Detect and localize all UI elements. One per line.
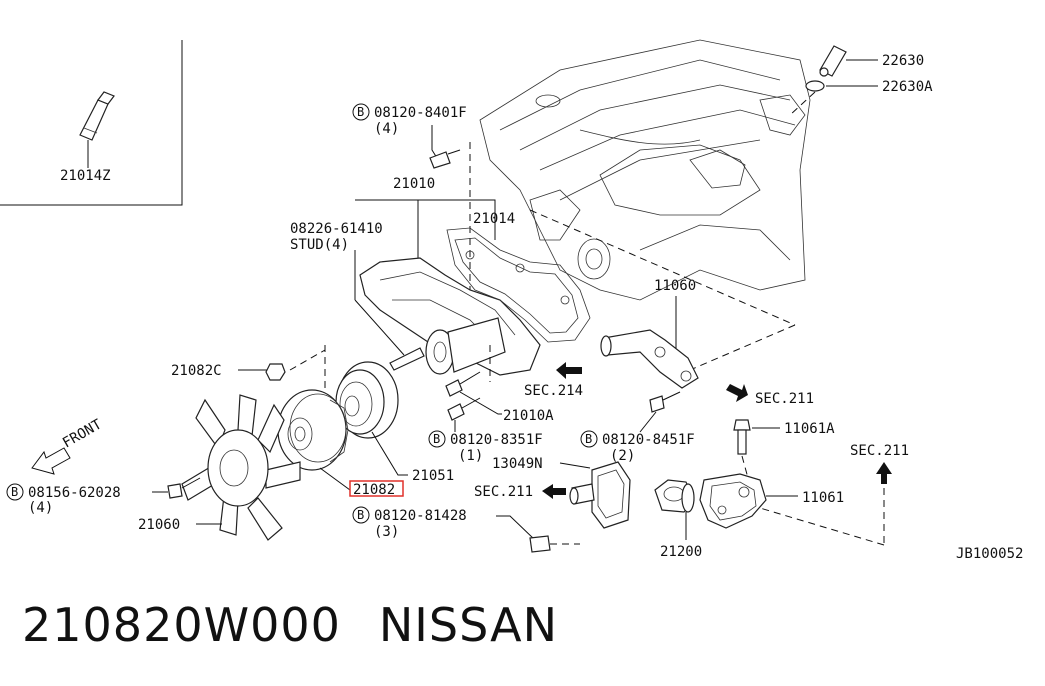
thermostat-21200: 21200 bbox=[654, 479, 702, 560]
qty-81428: (3) bbox=[374, 524, 399, 540]
label-62028: 08156-62028 bbox=[28, 485, 121, 501]
highlight-box bbox=[349, 480, 404, 497]
label-21060: 21060 bbox=[138, 517, 180, 533]
qty-8401f: (4) bbox=[374, 121, 399, 137]
label-8451f: 08120-8451F bbox=[602, 432, 695, 448]
label-21200: 21200 bbox=[660, 544, 702, 560]
label-13049n: 13049N bbox=[492, 456, 543, 472]
temp-sensor-22630: 22630 22630A bbox=[789, 45, 933, 116]
sec214-ref: SEC.214 bbox=[524, 362, 583, 399]
callout-62028: B 08156-62028 (4) bbox=[6, 477, 201, 516]
callout-21082c: 21082C bbox=[171, 345, 326, 390]
brand-name: NISSAN bbox=[378, 598, 558, 652]
fan-clutch-21082: 21082 bbox=[277, 389, 404, 498]
bolt-symbol-icon: B bbox=[352, 506, 370, 524]
label-22630a: 22630A bbox=[882, 79, 933, 95]
label-21051: 21051 bbox=[412, 468, 454, 484]
label-sec214: SEC.214 bbox=[524, 383, 583, 399]
water-outlet-13049n: 13049N bbox=[492, 456, 631, 529]
label-21014z: 21014Z bbox=[60, 168, 111, 184]
label-21014: 21014 bbox=[473, 211, 515, 227]
callout-81428: B 08120-81428 (3) bbox=[352, 506, 580, 553]
front-indicator: FRONT bbox=[31, 416, 105, 475]
label-sec211-c: SEC.211 bbox=[474, 484, 533, 500]
svg-text:B: B bbox=[357, 508, 364, 522]
label-11061a: 11061A bbox=[784, 421, 835, 437]
label-21082c: 21082C bbox=[171, 363, 222, 379]
arrow-up-icon bbox=[876, 462, 892, 484]
label-22630: 22630 bbox=[882, 53, 924, 69]
callout-21010a: 21010A bbox=[445, 345, 554, 424]
bolt-symbol-icon: B bbox=[352, 103, 370, 121]
gasket-21014: 21014 bbox=[446, 211, 591, 343]
svg-text:B: B bbox=[585, 432, 592, 446]
sec211-ref-b: SEC.211 bbox=[759, 443, 909, 546]
bolt-symbol-icon: B bbox=[428, 430, 446, 448]
arrow-right-icon bbox=[726, 384, 748, 402]
diagram-id: JB100052 bbox=[956, 546, 1023, 562]
callout-11061a: 11061A bbox=[733, 419, 835, 479]
inset-box: 21014Z bbox=[0, 40, 183, 206]
callout-8451f: B 08120-8451F (2) bbox=[580, 391, 695, 464]
sec211-ref-c: SEC.211 bbox=[474, 484, 566, 500]
thermostat-housing-11061: 11061 bbox=[699, 473, 844, 529]
callout-8401f: B 08120-8401F (4) bbox=[352, 103, 471, 300]
cooling-fan-21060: 21060 bbox=[138, 394, 301, 541]
label-21010a: 21010A bbox=[503, 408, 554, 424]
qty-8351f: (1) bbox=[458, 448, 483, 464]
engine-block-sketch bbox=[479, 39, 811, 301]
qty-62028: (4) bbox=[28, 500, 53, 516]
qty-8451f: (2) bbox=[610, 448, 635, 464]
label-21010: 21010 bbox=[393, 176, 435, 192]
label-11061: 11061 bbox=[802, 490, 844, 506]
arrow-left-icon bbox=[542, 484, 566, 499]
bolt-symbol-icon: B bbox=[6, 483, 24, 501]
label-21082: 21082 bbox=[353, 482, 395, 498]
label-front: FRONT bbox=[60, 416, 105, 451]
svg-text:B: B bbox=[357, 105, 364, 119]
label-sec211-a: SEC.211 bbox=[755, 391, 814, 407]
svg-text:B: B bbox=[433, 432, 440, 446]
front-arrow-icon bbox=[31, 447, 71, 475]
sec211-ref-a: SEC.211 bbox=[726, 384, 814, 407]
part-number: 210820W000 bbox=[22, 598, 341, 652]
callout-8351f: B 08120-8351F (1) bbox=[428, 397, 543, 464]
bolt-symbol-icon: B bbox=[580, 430, 598, 448]
label-08226: 08226-61410 bbox=[290, 221, 383, 237]
sealant-tube-icon bbox=[79, 91, 115, 141]
label-81428: 08120-81428 bbox=[374, 508, 467, 524]
label-8401f: 08120-8401F bbox=[374, 105, 467, 121]
water-inlet-11060: 11060 bbox=[529, 209, 796, 389]
label-sec211-b: SEC.211 bbox=[850, 443, 909, 459]
svg-text:B: B bbox=[11, 485, 18, 499]
label-stud: STUD(4) bbox=[290, 237, 349, 253]
label-8351f: 08120-8351F bbox=[450, 432, 543, 448]
fan-pulley-21051: 21051 bbox=[335, 361, 454, 484]
label-11060: 11060 bbox=[654, 278, 696, 294]
footer-title: 210820W000 NISSAN bbox=[22, 598, 596, 652]
arrow-left-icon bbox=[556, 362, 582, 379]
water-pump-21010: 21010 08226-61410 STUD(4) bbox=[290, 176, 541, 376]
